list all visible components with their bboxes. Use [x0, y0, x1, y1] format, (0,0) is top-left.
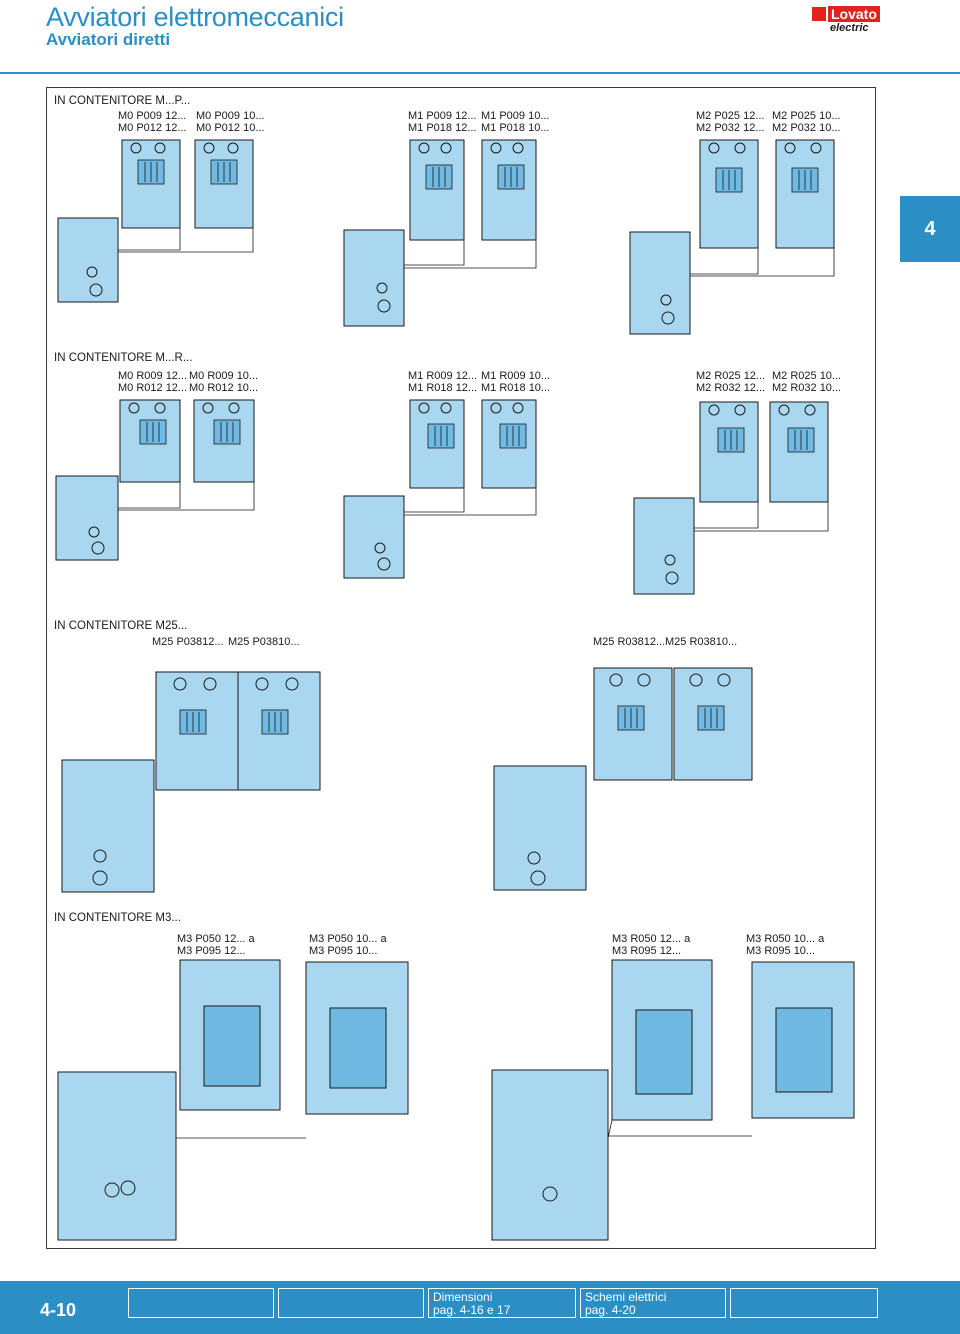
closed-enclosure	[491, 1069, 609, 1241]
section-heading-m25: IN CONTENITORE M25...	[54, 620, 188, 632]
page-subtitle: Avviatori diretti	[46, 30, 171, 49]
open-enclosure	[305, 961, 409, 1115]
open-enclosure	[481, 139, 537, 241]
model-label: M1 R009 10...M1 R018 10...	[481, 370, 551, 394]
open-enclosure	[119, 399, 181, 483]
closed-enclosure	[633, 497, 695, 595]
closed-enclosure	[343, 495, 405, 579]
model-label: M0 R009 10...M0 R012 10...	[189, 370, 259, 394]
section-heading-mp: IN CONTENITORE M...P...	[54, 95, 191, 107]
open-enclosure	[673, 667, 753, 781]
model-label: M1 R009 12...M1 R018 12...	[408, 370, 478, 394]
nav-box[interactable]	[730, 1288, 878, 1318]
open-enclosure	[775, 139, 835, 249]
open-enclosure	[237, 671, 321, 791]
open-enclosure	[699, 401, 759, 503]
lovato-logo: Lovato electric	[812, 6, 882, 36]
chapter-tab[interactable]: 4	[900, 196, 960, 262]
closed-enclosure	[55, 475, 119, 561]
logo-mark	[812, 7, 826, 21]
footer-bar	[0, 1281, 960, 1334]
model-label: M25 R03812...	[593, 636, 666, 648]
open-enclosure	[409, 139, 465, 241]
open-enclosure	[193, 399, 255, 483]
closed-enclosure	[61, 759, 155, 893]
model-label: M25 R03810...	[665, 636, 738, 648]
section-heading-m3: IN CONTENITORE M3...	[54, 912, 181, 924]
open-enclosure	[699, 139, 759, 249]
open-enclosure	[409, 399, 465, 489]
logo-brand: Lovato	[828, 6, 880, 22]
header-divider	[0, 72, 960, 74]
model-label: M0 P009 12...M0 P012 12...	[118, 110, 187, 134]
open-enclosure	[769, 401, 829, 503]
model-label: M25 P03810...	[228, 636, 300, 648]
model-label: M2 P025 10...M2 P032 10...	[772, 110, 841, 134]
nav-box[interactable]	[278, 1288, 424, 1318]
page-number: 4-10	[40, 1300, 77, 1320]
closed-enclosure	[57, 217, 119, 303]
model-label: M0 P009 10...M0 P012 10...	[196, 110, 265, 134]
closed-enclosure	[629, 231, 691, 335]
model-label: M1 P009 12...M1 P018 12...	[408, 110, 477, 134]
model-label: M25 P03812...	[152, 636, 224, 648]
open-enclosure	[121, 139, 181, 229]
open-enclosure	[179, 959, 281, 1111]
page-title: Avviatori elettromeccanici	[46, 2, 344, 32]
model-label: M1 P009 10...M1 P018 10...	[481, 110, 550, 134]
open-enclosure	[155, 671, 239, 791]
open-enclosure	[194, 139, 254, 229]
model-label: M2 R025 10...M2 R032 10...	[772, 370, 842, 394]
closed-enclosure	[343, 229, 405, 327]
open-enclosure	[751, 961, 855, 1119]
open-enclosure	[481, 399, 537, 489]
closed-enclosure	[493, 765, 587, 891]
content-frame	[46, 87, 876, 1249]
nav-box[interactable]	[128, 1288, 274, 1318]
open-enclosure	[611, 959, 713, 1121]
logo-sub: electric	[830, 22, 869, 34]
closed-enclosure	[57, 1071, 177, 1241]
model-label: M0 R009 12...M0 R012 12...	[118, 370, 188, 394]
model-label: M2 P025 12...M2 P032 12...	[696, 110, 765, 134]
model-label: M2 R025 12...M2 R032 12...	[696, 370, 766, 394]
section-heading-mr: IN CONTENITORE M...R...	[54, 352, 193, 364]
open-enclosure	[593, 667, 673, 781]
